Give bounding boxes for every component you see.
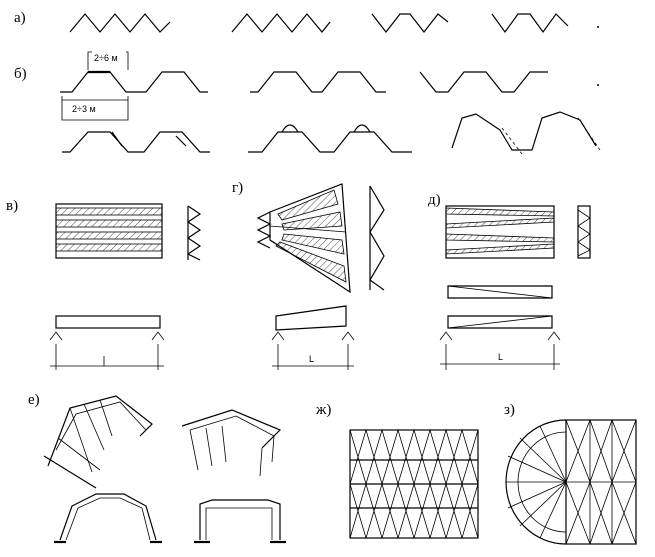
fan-ray — [269, 225, 347, 233]
span-label-d: L — [498, 352, 503, 362]
label-e: е) — [28, 392, 40, 408]
elevation-d-bottom — [447, 315, 553, 329]
span-label-g: L — [309, 354, 314, 364]
arch-elevation-e — [59, 493, 157, 541]
trapezoid-fold-5 — [248, 131, 412, 153]
label-z: з) — [504, 402, 515, 418]
section-d — [577, 205, 591, 259]
dim-pleat-width: 2÷6 м — [94, 53, 118, 63]
arch-bump-2 — [353, 124, 371, 133]
dome-plan-z — [505, 419, 637, 545]
section-v — [186, 205, 202, 261]
elevation-d-diag1 — [447, 285, 553, 299]
trapezoid-fold-4 — [62, 131, 210, 153]
support-d-right — [547, 331, 561, 341]
frame-elevation-e-inner — [205, 507, 273, 540]
arch-fold-perspective — [43, 395, 153, 489]
dim-label-bg — [92, 50, 126, 64]
dim-module-width: 2÷3 м — [72, 104, 96, 114]
fan-edge-comb — [256, 211, 272, 249]
arch-elevation-e-inner — [65, 497, 151, 541]
elevation-g — [275, 305, 347, 331]
stiffener-1 — [111, 131, 123, 147]
trapezoid-fold-1 — [60, 71, 208, 93]
dim-line-module — [61, 96, 129, 121]
plan-v — [55, 203, 163, 259]
trapezoid-fold-3 — [419, 71, 548, 93]
trapezoid-fold-2 — [250, 71, 386, 93]
arch-bump-1 — [281, 124, 299, 133]
label-v: в) — [6, 198, 18, 214]
dashed-edge-2 — [577, 117, 601, 151]
frame-elevation-e — [199, 499, 281, 540]
diamond-grid-zh — [349, 428, 479, 540]
label-zh: ж) — [315, 402, 331, 418]
elevation-v — [55, 315, 161, 329]
label-d: д) — [428, 192, 441, 208]
triangular-fold-2 — [231, 13, 331, 33]
triangular-fold-3 — [371, 13, 449, 33]
triangular-fold-1 — [69, 13, 171, 33]
support-d-left — [439, 331, 453, 341]
support-v-left — [49, 331, 63, 341]
support-g-left — [271, 331, 285, 341]
frame-fold-perspective — [181, 409, 282, 477]
elevation-d-diag2 — [447, 315, 553, 329]
label-b: б) — [14, 66, 27, 82]
irregular-fold — [451, 111, 597, 151]
section-g — [369, 185, 385, 291]
triangular-fold-4 — [491, 13, 569, 34]
support-v-right — [151, 331, 165, 341]
label-a: а) — [14, 10, 26, 26]
label-g: г) — [232, 180, 243, 196]
dot-marker-2 — [597, 84, 599, 86]
plan-d — [445, 205, 555, 259]
section-d-zigzag — [577, 209, 591, 257]
dot-marker — [597, 26, 599, 28]
stiffener-2 — [175, 135, 187, 147]
support-g-right — [341, 331, 355, 341]
fan-plan-g — [269, 183, 351, 294]
